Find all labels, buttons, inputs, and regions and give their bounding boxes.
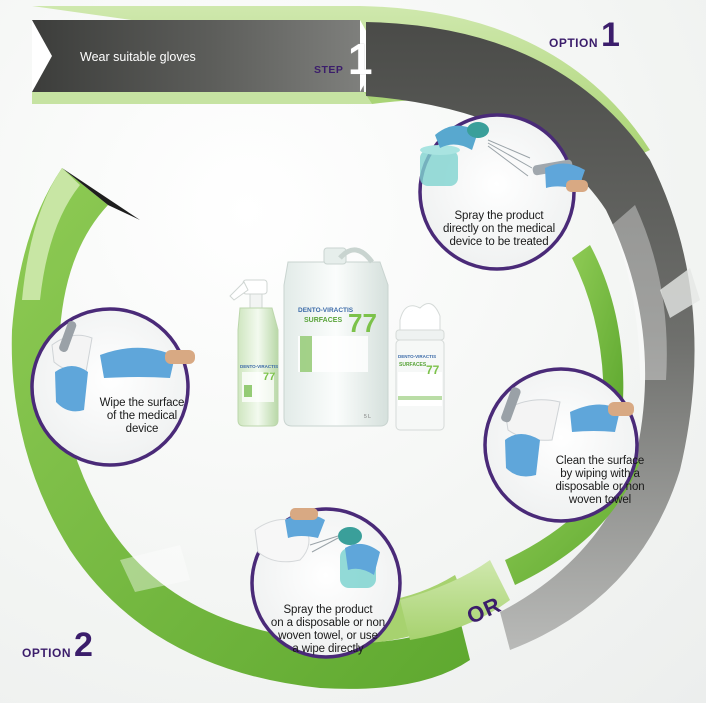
option1-arc [366,22,695,650]
option1-arc-green-inner [572,245,624,420]
caption-line: Spray the product [454,210,544,222]
caption-line: device to be treated [449,236,549,248]
caption-line: Wipe the surface [99,397,185,409]
caption-line: disposable or non [555,481,645,493]
caption-line: by wiping with a [560,468,640,480]
option2-number: 2 [74,626,93,664]
option2-word: OPTION [22,646,72,660]
spray-towel-illustration [254,508,380,588]
option2-label: OPTION 2 [22,626,93,664]
bottle-brand-mark: DENTO-VIRACTIS [240,364,278,369]
caption-clean-surface: Clean the surface by wiping with a dispo… [548,455,652,507]
caption-line: directly on the medical [442,223,556,235]
circle-wipe-surface [30,307,190,467]
spray-device-illustration [420,122,588,192]
caption-line: a wipe directly [292,643,364,655]
wipe-surface-illustration [51,321,195,412]
caption-wipe-surface: Wipe the surface of the medical device [92,397,192,436]
caption-spray-device: Spray the product directly on the medica… [440,210,558,249]
bottle-number-mark: 77 [263,371,275,383]
canister-brand-mark: DENTO-VIRACTIS [298,307,354,314]
canister-number-mark: 77 [348,308,377,338]
canister-line-mark: SURFACES [304,317,342,324]
caption-spray-towel: Spray the product on a disposable or non… [263,604,393,656]
canister-volume-mark: 5 L [364,414,371,420]
banner-arrow [32,20,364,92]
caption-line: device [125,423,159,435]
clean-surface-illustration [501,387,634,477]
tub-line-mark: SURFACES [399,362,427,368]
caption-line: of the medical [106,410,178,422]
caption-line: woven towel, or use [278,630,378,642]
option2-arc [11,168,471,689]
option1-number: 1 [601,16,620,54]
option1-label: OPTION 1 [549,16,620,54]
tub-brand-mark: DENTO-VIRACTIS [398,354,436,359]
option1-word: OPTION [549,36,599,50]
caption-line: Spray the product [283,604,373,616]
caption-line: Clean the surface [555,455,645,467]
banner-instruction: Wear suitable gloves [80,50,196,64]
caption-line: on a disposable or non [270,617,386,629]
product-group [229,247,445,431]
step-word: STEP [314,64,344,76]
tub-number-mark: 77 [426,363,440,377]
caption-line: woven towel [568,494,632,506]
step-number: 1 [348,35,373,84]
